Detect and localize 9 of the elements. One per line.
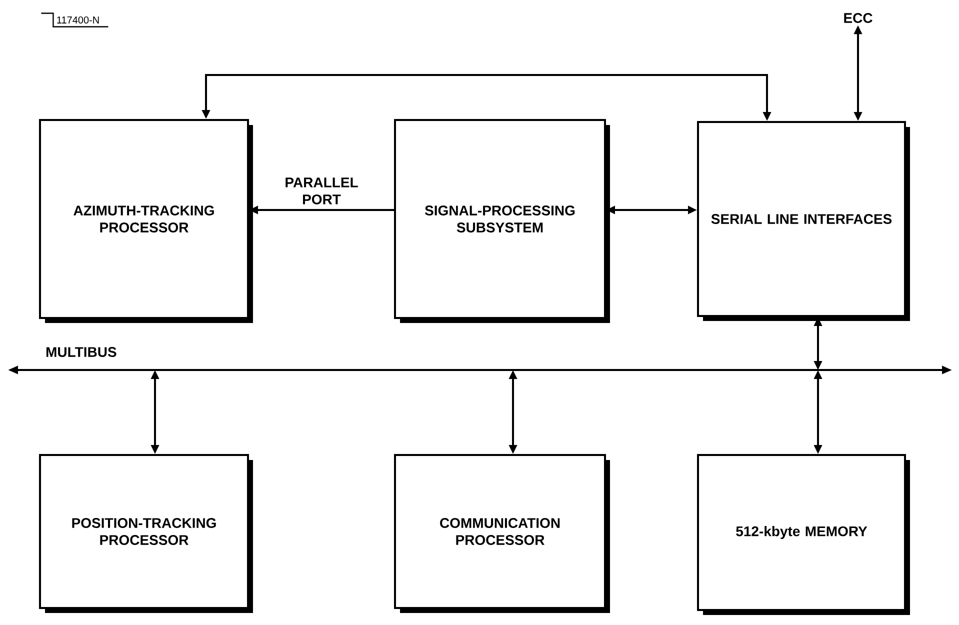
figure-number: 117400-N [41, 12, 108, 28]
block-box: SIGNAL-PROCESSING SUBSYSTEM [394, 119, 610, 323]
bus-label: ECC [844, 13, 872, 23]
edge-label: PARALLEL PORT [280, 176, 362, 206]
block-box: 512-kbyte MEMORY [697, 454, 910, 615]
block-box: AZIMUTH-TRACKING PROCESSOR [39, 119, 253, 323]
block-box: COMMUNICATION PROCESSOR [394, 454, 610, 613]
block-box: POSITION-TRACKING PROCESSOR [39, 454, 253, 613]
block-box: SERIAL LINE INTERFACES [697, 121, 910, 321]
